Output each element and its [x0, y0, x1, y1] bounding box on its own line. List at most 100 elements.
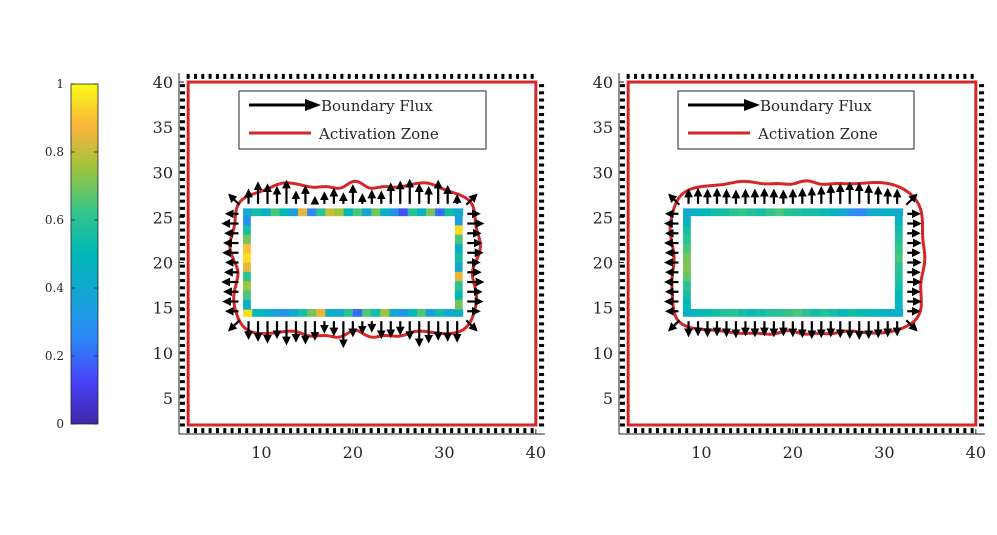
- boundary-cell: [838, 208, 849, 217]
- boundary-cell: [893, 309, 904, 317]
- boundary-cell: [380, 208, 390, 217]
- boundary-cell: [875, 309, 885, 317]
- colorbar-ticks: 00.20.40.60.81: [45, 77, 98, 431]
- boundary-cell: [279, 208, 290, 217]
- boundary-cell: [701, 208, 711, 217]
- y-tick-label: 10: [153, 344, 173, 363]
- y-tick-label: 35: [593, 118, 613, 137]
- boundary-cell: [454, 243, 463, 254]
- boundary-cell: [894, 225, 903, 236]
- x-tick-label: 30: [874, 443, 894, 462]
- flux-arrow-corner: [668, 319, 681, 332]
- boundary-cell: [454, 216, 463, 226]
- boundary-cell: [829, 208, 840, 217]
- boundary-cell: [683, 309, 693, 317]
- boundary-cell: [454, 262, 463, 273]
- boundary-cell: [894, 216, 903, 226]
- colorbar-tick-label: 0.8: [45, 145, 64, 159]
- boundary-cell: [454, 299, 463, 310]
- boundary-cell: [737, 309, 748, 317]
- boundary-cell: [683, 290, 691, 301]
- legend-arrow-head: [305, 99, 321, 111]
- boundary-cell: [454, 234, 463, 245]
- boundary-cell: [884, 309, 894, 317]
- flux-arrow-corner: [465, 319, 478, 332]
- boundary-cell: [261, 309, 271, 317]
- boundary-cell: [701, 309, 711, 317]
- boundary-cell: [334, 208, 345, 217]
- y-tick-label: 5: [163, 389, 173, 408]
- colorbar-tick-label: 0.4: [45, 281, 64, 295]
- boundary-cell: [710, 309, 721, 317]
- y-tick-label: 40: [593, 73, 613, 92]
- colorbar-tick-label: 0.2: [45, 349, 64, 363]
- boundary-cell: [243, 271, 251, 282]
- boundary-cell: [894, 299, 903, 310]
- boundary-cell: [270, 309, 281, 317]
- boundary-cell: [783, 208, 794, 217]
- boundary-cell: [747, 309, 757, 317]
- boundary-cell: [802, 309, 812, 317]
- boundary-cell: [398, 208, 409, 217]
- y-tick-label: 40: [153, 73, 173, 92]
- colorbar-tick-label: 1: [56, 77, 64, 91]
- outer-flux-arrows: [179, 73, 545, 434]
- boundary-cell: [774, 309, 785, 317]
- boundary-cell: [692, 208, 702, 217]
- y-tick-label: 15: [593, 299, 613, 318]
- colorbar-gradient: [70, 83, 99, 425]
- x-tick-label: 10: [691, 443, 711, 462]
- y-tick-label: 25: [153, 208, 173, 227]
- boundary-cell: [454, 225, 463, 236]
- boundary-cell: [728, 208, 739, 217]
- flux-arrows: [664, 181, 922, 341]
- boundary-cell: [683, 281, 691, 292]
- boundary-cell: [728, 309, 739, 317]
- activation-zone-outer: [626, 80, 978, 427]
- y-tick-label: 30: [593, 163, 613, 182]
- boundary-cell: [270, 208, 281, 217]
- boundary-cell: [243, 290, 251, 301]
- boundary-cell: [325, 309, 336, 317]
- boundary-cells: [683, 208, 904, 317]
- boundary-cell: [683, 253, 691, 264]
- boundary-cell: [756, 208, 766, 217]
- boundary-cell: [261, 208, 271, 217]
- boundary-cell: [774, 208, 785, 217]
- boundary-cell: [894, 253, 903, 264]
- boundary-cell: [683, 225, 691, 236]
- boundary-cell: [719, 309, 730, 317]
- colorbar: 00.20.40.60.81: [45, 77, 99, 431]
- boundary-cell: [811, 208, 821, 217]
- legend-box: [677, 90, 915, 150]
- boundary-cell: [407, 208, 418, 217]
- boundary-cell: [371, 208, 381, 217]
- boundary-cell: [398, 309, 409, 317]
- boundary-cell: [454, 281, 463, 292]
- boundary-cell: [454, 290, 463, 301]
- flux-arrow-corner: [905, 319, 918, 332]
- boundary-cell: [792, 208, 803, 217]
- boundary-cell: [856, 309, 867, 317]
- boundary-cell: [371, 309, 381, 317]
- boundary-cell: [894, 281, 903, 292]
- flux-arrow-corner: [905, 193, 918, 206]
- boundary-cell: [334, 309, 345, 317]
- legend-arrow-head: [744, 99, 760, 111]
- boundary-cell: [866, 309, 876, 317]
- boundary-cell: [756, 309, 766, 317]
- boundary-cell: [307, 309, 317, 317]
- boundary-cell: [352, 309, 363, 317]
- boundary-cell: [710, 208, 721, 217]
- boundary-cell: [692, 309, 702, 317]
- boundary-cell: [783, 309, 794, 317]
- boundary-cell: [426, 309, 436, 317]
- boundary-cell: [343, 208, 354, 217]
- boundary-cell: [362, 309, 372, 317]
- boundary-cell: [792, 309, 803, 317]
- y-tick-label: 20: [153, 254, 173, 273]
- outer-flux-arrows: [619, 73, 985, 434]
- boundary-cell: [243, 216, 251, 226]
